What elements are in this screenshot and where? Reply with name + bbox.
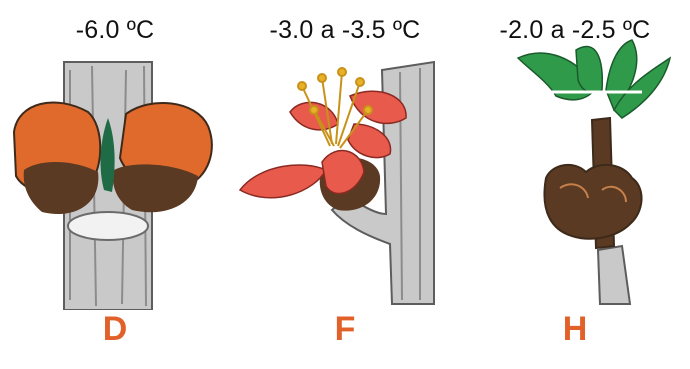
flower-illustration bbox=[230, 0, 460, 310]
stage-f-panel: -3.0 a -3.5 ºC F bbox=[230, 0, 460, 369]
bud-illustration bbox=[0, 0, 230, 310]
stage-letter: D bbox=[0, 310, 230, 349]
fruitlet-illustration bbox=[460, 0, 690, 310]
stage-d-panel: -6.0 ºC D bbox=[0, 0, 230, 369]
stage-h-panel: -2.0 a -2.5 ºC H bbox=[460, 0, 690, 369]
stage-letter: F bbox=[230, 310, 460, 349]
stage-letter: H bbox=[460, 310, 690, 349]
